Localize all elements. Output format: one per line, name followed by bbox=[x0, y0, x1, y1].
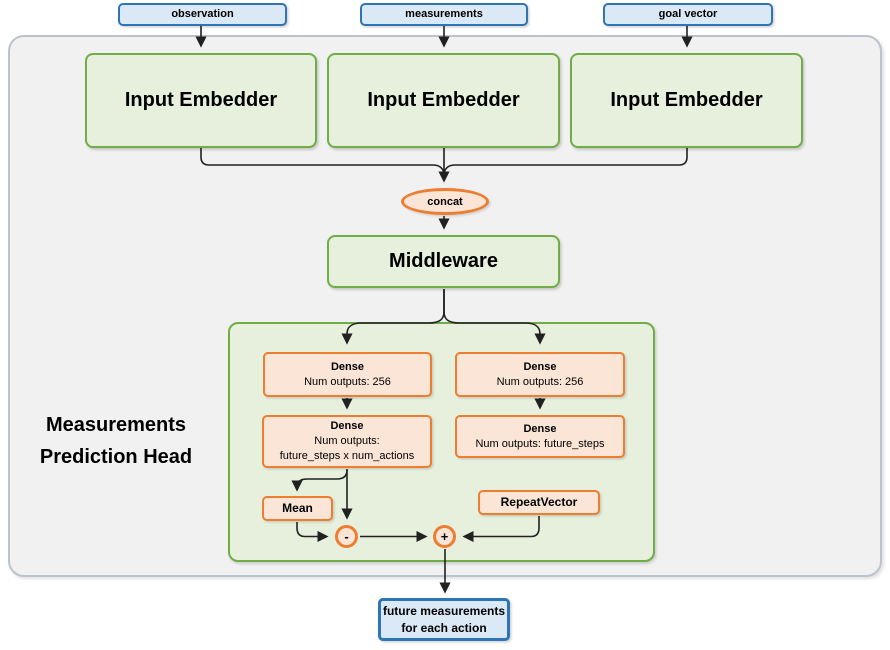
input-pill-observation: observation bbox=[118, 3, 287, 26]
dense-title: Dense bbox=[523, 360, 557, 373]
dense-num-outputs: Num outputs: 256 bbox=[496, 375, 584, 388]
output-label-line2: for each action bbox=[401, 620, 487, 635]
dense-num-outputs: Num outputs: bbox=[314, 435, 380, 447]
middleware-label: Middleware bbox=[389, 250, 498, 272]
mean-box: Mean bbox=[262, 496, 333, 521]
input-pill-goal-vector: goal vector bbox=[603, 3, 773, 26]
dense-title: Dense bbox=[330, 360, 365, 373]
input-embedder-label: Input Embedder bbox=[124, 89, 278, 111]
dense-title: Dense bbox=[330, 420, 364, 432]
output-box: future measurements for each action bbox=[378, 598, 510, 641]
dense-title: Dense bbox=[523, 422, 557, 435]
add-label: + bbox=[440, 529, 449, 544]
mean-label: Mean bbox=[282, 501, 313, 515]
add-node: + bbox=[433, 525, 456, 548]
measurements-label: measurements bbox=[405, 8, 483, 21]
dense-left-bottom: Dense Num outputs: future_steps x num_ac… bbox=[262, 415, 432, 468]
concat-node: concat bbox=[401, 188, 489, 215]
input-embedder-label: Input Embedder bbox=[367, 89, 520, 111]
observation-label: observation bbox=[171, 8, 234, 21]
input-embedder-observation: Input Embedder bbox=[85, 53, 317, 148]
dense-right-bottom: Dense Num outputs: future_steps bbox=[455, 415, 625, 458]
input-embedder-measurements: Input Embedder bbox=[327, 53, 560, 148]
dense-right-top: Dense Num outputs: 256 bbox=[455, 352, 625, 397]
middleware-box: Middleware bbox=[327, 235, 560, 288]
input-pill-measurements: measurements bbox=[360, 3, 528, 26]
concat-label: concat bbox=[427, 195, 463, 208]
dense-num-outputs-detail: future_steps x num_actions bbox=[279, 450, 415, 462]
dense-left-top: Dense Num outputs: 256 bbox=[263, 352, 432, 397]
input-embedder-goal-vector: Input Embedder bbox=[570, 53, 803, 148]
subtract-node: - bbox=[335, 525, 358, 548]
prediction-head-title: Measurements Prediction Head bbox=[10, 409, 222, 473]
dense-num-outputs: Num outputs: 256 bbox=[304, 375, 391, 388]
repeat-vector-label: RepeatVector bbox=[500, 495, 578, 509]
prediction-head-title-line1: Measurements bbox=[45, 414, 187, 436]
output-label-line1: future measurements bbox=[382, 604, 506, 619]
dense-num-outputs: Num outputs: future_steps bbox=[475, 437, 605, 450]
subtract-label: - bbox=[344, 529, 349, 544]
input-embedder-label: Input Embedder bbox=[610, 89, 763, 111]
repeat-vector-box: RepeatVector bbox=[478, 490, 600, 515]
goal-vector-label: goal vector bbox=[658, 8, 718, 21]
prediction-head-title-line2: Prediction Head bbox=[39, 446, 193, 468]
